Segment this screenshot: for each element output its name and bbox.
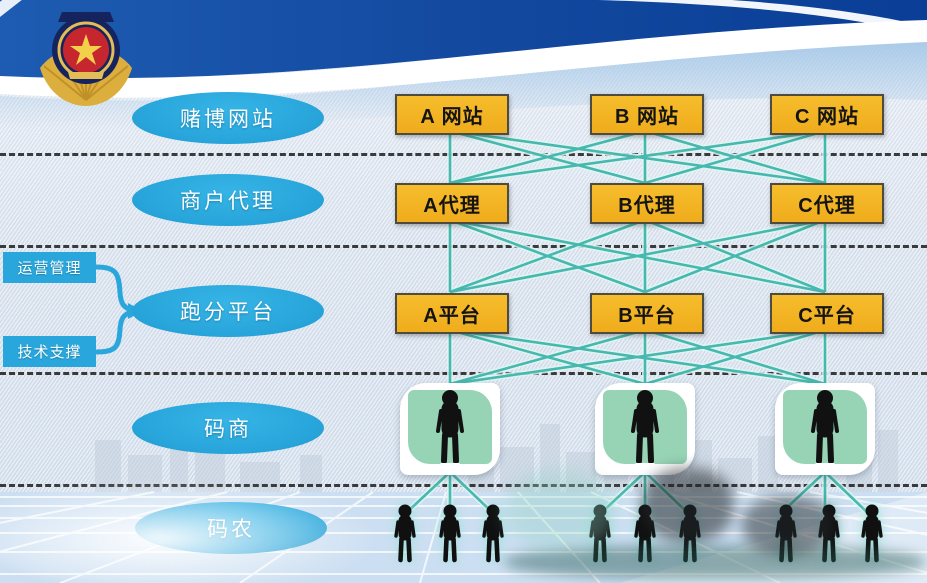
person-icon (436, 390, 464, 464)
node-website-c: C 网站 (770, 94, 884, 135)
blur-artifact-teal-mid (505, 470, 615, 550)
code-merchant-card-b (595, 383, 695, 475)
blur-artifact-dark-2 (742, 496, 834, 554)
node-platform-c: C平台 (770, 293, 884, 334)
code-farmer-icon (439, 504, 461, 563)
person-icon (631, 390, 659, 464)
support-box-operations: 运营管理 (3, 252, 96, 283)
blur-artifact-dark-1 (642, 468, 734, 542)
code-farmer-icon (861, 504, 883, 563)
level-divider-1 (0, 153, 927, 156)
level-label-merchant-agents: 商户代理 (132, 174, 324, 226)
code-merchant-card-a (400, 383, 500, 475)
code-farmer-icon (394, 504, 416, 563)
level-label-gambling-websites: 赌博网站 (132, 92, 324, 144)
node-agent-c: C代理 (770, 183, 884, 224)
level-label-code-merchants: 码商 (132, 402, 324, 454)
blur-artifact-white-left (0, 478, 380, 583)
code-farmer-icon (482, 504, 504, 563)
person-icon (811, 390, 839, 464)
police-badge-icon (40, 12, 132, 106)
level-divider-3 (0, 372, 927, 375)
code-farmer-icon (589, 504, 611, 563)
node-website-a: A 网站 (395, 94, 509, 135)
level-divider-2 (0, 245, 927, 248)
node-website-b: B 网站 (590, 94, 704, 135)
node-agent-a: A代理 (395, 183, 509, 224)
node-platform-a: A平台 (395, 293, 509, 334)
node-agent-b: B代理 (590, 183, 704, 224)
blur-artifact-teal-band (505, 545, 925, 579)
level-label-score-platforms: 跑分平台 (132, 285, 324, 337)
node-platform-b: B平台 (590, 293, 704, 334)
code-merchant-card-c (775, 383, 875, 475)
support-box-tech: 技术支撑 (3, 336, 96, 367)
